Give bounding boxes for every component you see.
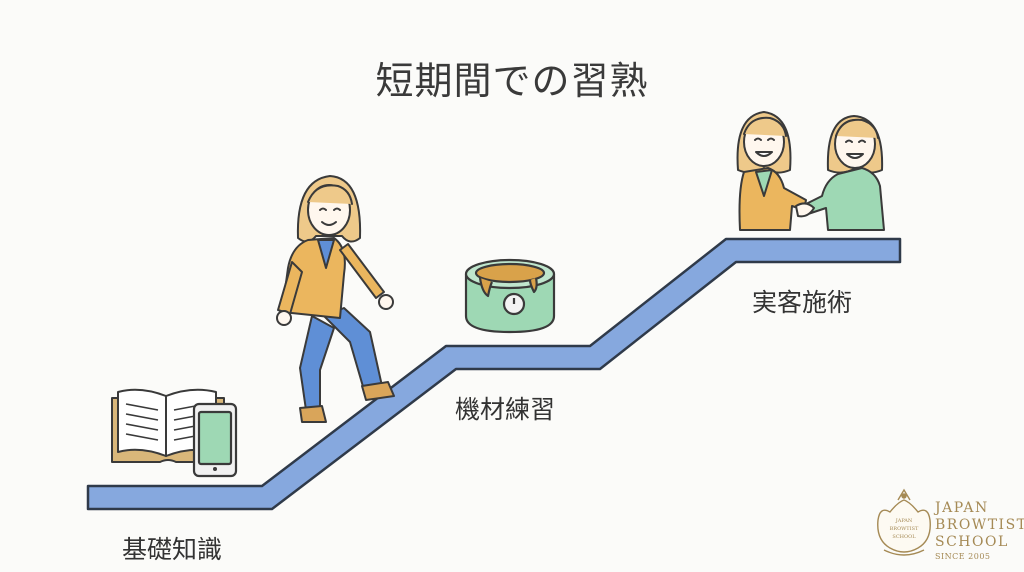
svg-text:SCHOOL: SCHOOL [892, 534, 916, 540]
handshake-women-icon [736, 111, 885, 231]
school-logo-text: JAPAN BROWTIST SCHOOL SINCE 2005 [935, 500, 1024, 563]
step-label-equipment-practice: 機材練習 [455, 395, 556, 424]
diagram-title: 短期間での習熟 [375, 59, 649, 103]
wax-warmer-icon [464, 258, 556, 334]
logo-line-browtist: BROWTIST [935, 517, 1024, 533]
svg-text:JAPAN: JAPAN [895, 518, 913, 524]
step-label-basic-knowledge: 基礎知識 [122, 535, 223, 564]
logo-line-japan: JAPAN [935, 500, 989, 516]
walking-woman-icon [276, 175, 395, 423]
progress-staircase [86, 237, 902, 511]
school-crest-icon: JAPAN BROWTIST SCHOOL [877, 488, 931, 556]
smartphone-icon [192, 402, 238, 478]
logo-line-school: SCHOOL [935, 534, 1009, 550]
logo-since: SINCE 2005 [935, 552, 991, 561]
svg-text:BROWTIST: BROWTIST [890, 526, 919, 532]
step-label-client-treatment: 実客施術 [752, 288, 853, 317]
